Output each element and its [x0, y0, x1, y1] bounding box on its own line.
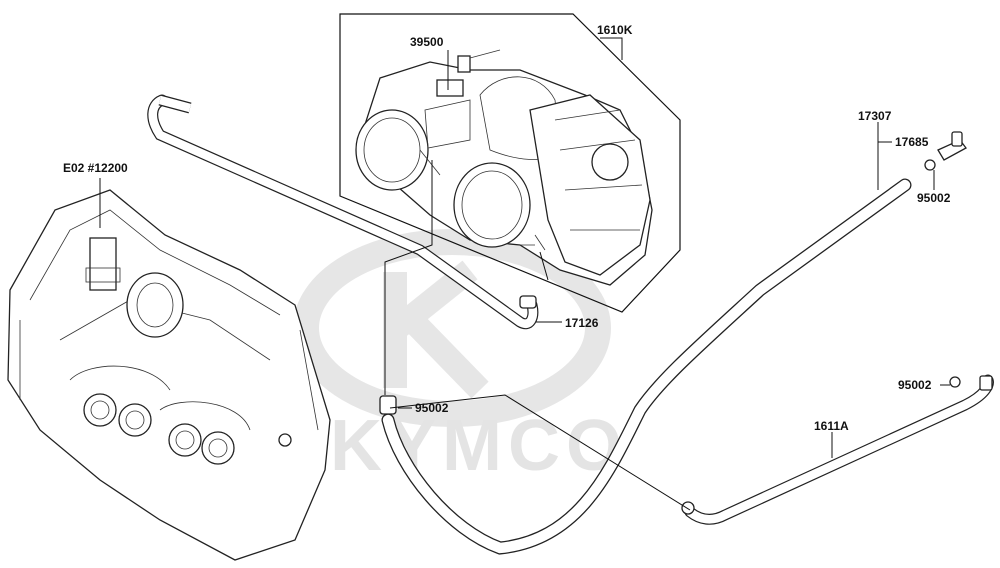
- throttle-body: [355, 49, 653, 286]
- label-1610K: 1610K: [597, 23, 633, 37]
- hose-17126: [147, 94, 539, 330]
- label-95002-top: 95002: [917, 191, 951, 205]
- watermark-brand: KYMCO: [330, 406, 628, 486]
- throttle-body-box: [339, 13, 681, 313]
- leader-lines: [99, 37, 950, 511]
- label-17685: 17685: [895, 135, 929, 149]
- label-1611A: 1611A: [814, 419, 849, 433]
- label-E02-12200: E02 #12200: [63, 161, 128, 175]
- label-17307: 17307: [858, 109, 892, 123]
- hose-17307: [379, 178, 912, 555]
- label-95002-middle: 95002: [415, 401, 449, 415]
- label-17126: 17126: [565, 316, 599, 330]
- cylinder-head: [7, 189, 331, 561]
- hose-1611A: [681, 374, 994, 525]
- fitting-17685: [924, 131, 967, 171]
- part-labels: 39500 1610K E02 #12200 17307 17685 95002…: [63, 23, 951, 433]
- label-95002-right: 95002: [898, 378, 932, 392]
- label-39500: 39500: [410, 35, 444, 49]
